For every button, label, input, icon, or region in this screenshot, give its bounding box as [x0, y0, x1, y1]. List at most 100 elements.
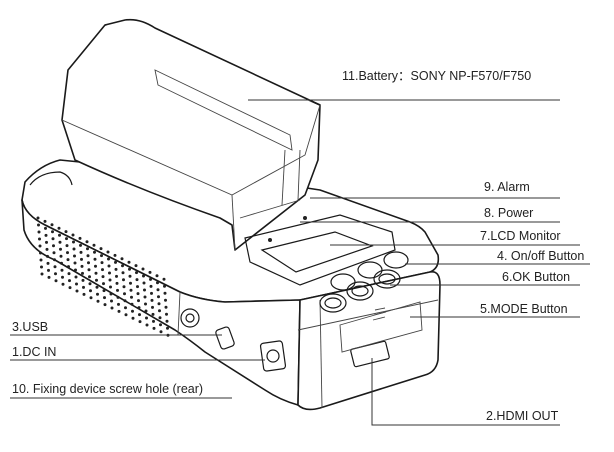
vent-hole: [72, 240, 75, 244]
vent-hole: [130, 302, 134, 306]
vent-hole: [37, 230, 41, 234]
vent-hole: [130, 295, 133, 299]
vent-hole: [114, 260, 117, 264]
vent-hole: [88, 275, 91, 279]
vent-hole: [113, 253, 117, 257]
vent-hole: [65, 237, 68, 241]
vent-hole: [122, 278, 125, 282]
vent-hole: [36, 216, 40, 220]
vent-hole: [68, 286, 72, 290]
vent-hole: [121, 271, 125, 275]
vent-hole: [89, 289, 92, 293]
vent-hole: [71, 233, 75, 237]
vent-hole: [50, 223, 54, 227]
vent-hole: [57, 226, 61, 230]
vent-hole: [131, 309, 134, 313]
vent-hole: [152, 319, 155, 323]
label-usb: 3.USB: [12, 320, 48, 334]
vent-hole: [78, 236, 82, 240]
vent-hole: [82, 292, 86, 296]
vent-hole: [47, 275, 51, 279]
vent-hole: [136, 285, 139, 289]
battery-illustration: [61, 18, 321, 251]
vent-hole: [162, 277, 166, 281]
vent-hole: [39, 258, 43, 262]
label-battery: 11.Battery：SONY NP-F570/F750: [342, 69, 531, 83]
vent-hole: [96, 299, 100, 303]
vent-hole: [66, 258, 70, 262]
vent-hole: [157, 295, 160, 299]
vent-hole: [60, 268, 64, 272]
vent-hole: [159, 323, 162, 327]
vent-hole: [134, 264, 138, 268]
vent-hole: [81, 278, 85, 282]
label-dcin: 1.DC IN: [12, 345, 56, 359]
control-buttons[interactable]: [319, 251, 409, 313]
vent-hole: [164, 298, 167, 302]
vent-hole: [148, 270, 152, 274]
label-mode: 5.MODE Button: [480, 302, 568, 316]
vent-hole: [131, 316, 135, 320]
vent-hole: [106, 250, 110, 254]
vent-hole: [144, 309, 148, 313]
vent-hole: [124, 306, 127, 310]
vent-hole: [101, 275, 105, 279]
vent-hole: [52, 244, 55, 248]
vent-hole: [47, 268, 50, 272]
vent-hole: [149, 284, 153, 288]
vent-hole: [103, 296, 106, 300]
vent-hole: [143, 288, 146, 292]
vent-hole: [39, 251, 42, 255]
vent-hole: [129, 281, 132, 285]
vent-hole: [129, 288, 133, 292]
vent-hole: [115, 281, 119, 285]
vent-grille: [36, 216, 170, 337]
vent-hole: [124, 313, 128, 317]
vent-hole: [116, 288, 119, 292]
vent-hole: [150, 291, 153, 295]
vent-hole: [137, 306, 141, 310]
vent-hole: [87, 268, 91, 272]
vent-hole: [107, 257, 110, 261]
vent-hole: [44, 226, 47, 230]
vent-hole: [165, 312, 168, 316]
vent-hole: [45, 247, 49, 251]
vent-hole: [99, 247, 103, 251]
vent-hole: [117, 302, 120, 306]
label-alarm: 9. Alarm: [484, 180, 530, 194]
vent-hole: [38, 244, 42, 248]
vent-hole: [87, 261, 90, 265]
vent-hole: [85, 240, 89, 244]
leader-lines: [10, 99, 590, 426]
ports: [180, 301, 423, 372]
vent-hole: [151, 312, 155, 316]
vent-hole: [117, 309, 121, 313]
vent-hole: [79, 250, 83, 254]
vent-hole: [88, 282, 92, 286]
label-screw: 10. Fixing device screw hole (rear): [12, 382, 203, 396]
vent-hole: [61, 282, 65, 286]
vent-hole: [73, 254, 76, 258]
vent-hole: [93, 257, 97, 261]
vent-hole: [109, 285, 112, 289]
vent-hole: [64, 230, 68, 234]
vent-hole: [52, 251, 56, 255]
vent-hole: [37, 223, 40, 227]
vent-hole: [96, 292, 99, 296]
vent-hole: [163, 284, 166, 288]
callout-labels: 11.Battery：SONY NP-F570/F750 9. Alarm 8.…: [12, 69, 584, 423]
vent-hole: [54, 272, 57, 276]
vent-hole: [94, 271, 98, 275]
vent-hole: [95, 278, 98, 282]
vent-hole: [128, 267, 131, 271]
vent-hole: [40, 272, 44, 276]
vent-hole: [82, 285, 85, 289]
vent-hole: [163, 291, 167, 295]
vent-hole: [68, 279, 71, 283]
vent-hole: [75, 289, 79, 293]
vent-hole: [165, 319, 169, 323]
vent-hole: [58, 233, 61, 237]
vent-hole: [158, 316, 162, 320]
vent-hole: [138, 313, 141, 317]
